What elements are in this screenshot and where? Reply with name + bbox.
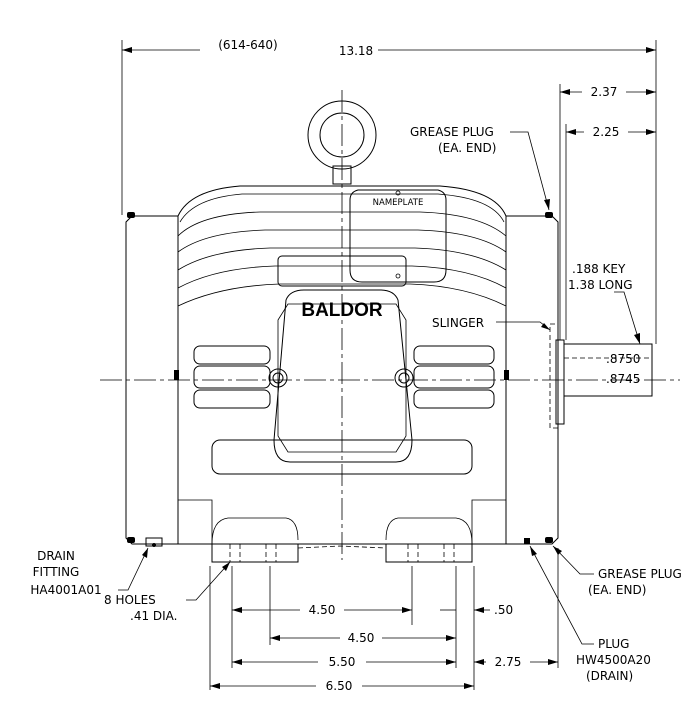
dimension-lines	[118, 40, 657, 690]
motor-labels: NAMEPLATE BALDOR	[301, 198, 423, 321]
shaft-ext-inner-label: 2.25	[593, 125, 620, 139]
grease-plug-top-line1: GREASE PLUG	[410, 125, 494, 139]
overall-length-label: 13.18	[339, 44, 373, 58]
holes-line1: 8 HOLES	[104, 593, 156, 607]
foot-to-shoulder-label: 2.75	[495, 655, 522, 669]
overall-length-mm-label: (614-640)	[218, 38, 278, 52]
holes-line2: .41 DIA.	[130, 609, 178, 623]
base-width-label: 6.50	[326, 679, 353, 693]
key-line1: .188 KEY	[572, 262, 626, 276]
drain-fitting-line1: DRAIN	[37, 549, 75, 563]
plug-line1: PLUG	[598, 637, 629, 651]
plug-line2: HW4500A20	[576, 653, 651, 667]
foot-spacing-a-label: 4.50	[309, 603, 336, 617]
shaft-dia-min-label: .8745	[606, 372, 640, 386]
plug-line3: (DRAIN)	[586, 669, 633, 683]
foot-spacing-b-label: 4.50	[348, 631, 375, 645]
foot-width-label: 5.50	[329, 655, 356, 669]
shaft-dia-max-label: .8750	[606, 352, 640, 366]
callout-labels: GREASE PLUG (EA. END) .188 KEY 1.38 LONG…	[30, 125, 681, 683]
grease-plug-bottom-line2: (EA. END)	[588, 583, 646, 597]
shaft-ext-outer-label: 2.37	[591, 85, 618, 99]
slinger-label: SLINGER	[432, 316, 484, 330]
nameplate-label: NAMEPLATE	[373, 198, 424, 208]
grease-plug-bottom-line1: GREASE PLUG	[598, 567, 682, 581]
brand-label: BALDOR	[301, 300, 383, 321]
motor-body	[100, 90, 680, 563]
drain-fitting-line3: HA4001A01	[30, 583, 101, 597]
foot-offset-label: .50	[494, 603, 513, 617]
dimension-labels: (614-640) 13.18 2.37 2.25 .8750 .8745 4.…	[218, 38, 640, 693]
grease-plug-top-line2: (EA. END)	[438, 141, 496, 155]
drain-fitting-line2: FITTING	[33, 565, 80, 579]
key-line2: 1.38 LONG	[568, 278, 633, 292]
